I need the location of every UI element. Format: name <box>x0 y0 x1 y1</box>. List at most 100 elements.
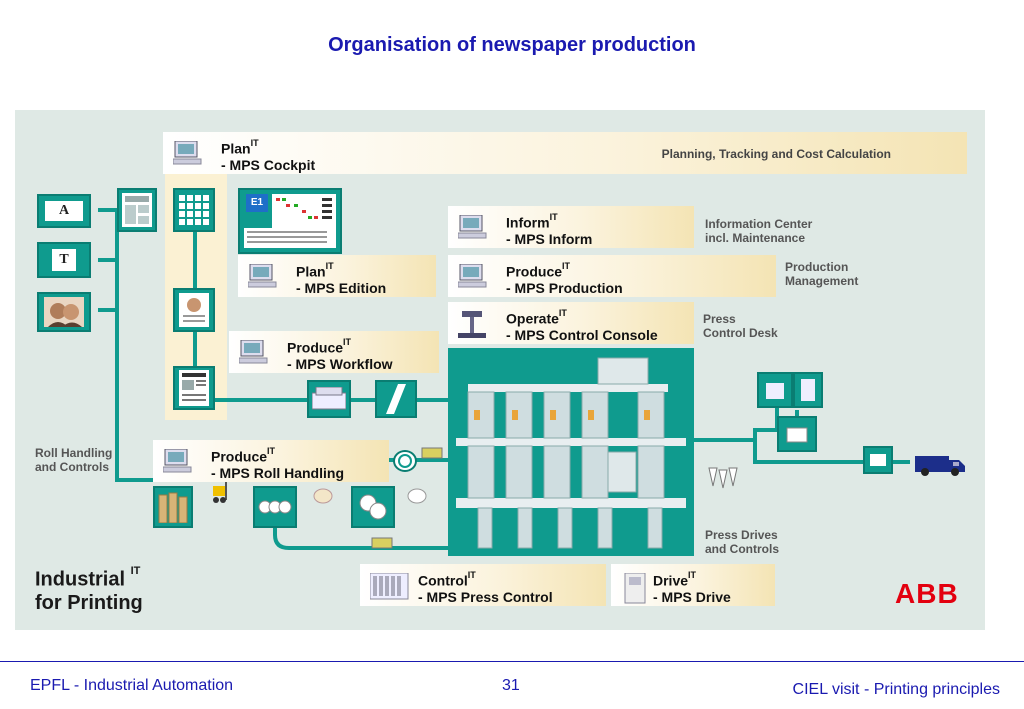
printing-plate-icon <box>386 384 406 414</box>
module-name: Plan <box>296 263 326 280</box>
computer-icon <box>173 141 202 165</box>
page-grid-icon <box>179 195 209 225</box>
label-line: Roll Handling <box>35 446 113 460</box>
proof-page-icon <box>179 293 209 327</box>
photo-proof-tile <box>173 288 215 332</box>
module-mps-control-console[interactable]: OperateIT- MPS Control Console <box>448 302 694 344</box>
forklift-icon <box>209 482 233 504</box>
schedule-grid-icon <box>244 194 336 248</box>
paper-roll-store-icon <box>258 500 292 514</box>
module-sup: IT <box>267 446 276 456</box>
module-mps-press-control[interactable]: ControlIT - MPS Press Control <box>360 564 606 606</box>
text-source-a: A <box>37 194 91 228</box>
dispatch-tile <box>863 446 893 474</box>
abb-logo: ABB <box>895 578 959 609</box>
paper-roll-prep-icon <box>359 494 387 520</box>
module-name: Produce <box>211 448 268 465</box>
recycle-node <box>393 450 417 472</box>
newspaper-proof-tile <box>173 366 215 410</box>
label-line: Management <box>785 274 859 288</box>
roll-cart-icon <box>407 488 427 509</box>
agv-icon <box>421 446 443 465</box>
computer-icon <box>458 215 487 239</box>
computer-icon <box>163 449 192 473</box>
label-line: Press <box>703 312 736 326</box>
module-mps-edition[interactable]: PlanIT- MPS Edition <box>238 255 436 297</box>
module-sup: IT <box>343 337 352 347</box>
module-mps-drive[interactable]: DriveIT - MPS Drive <box>611 564 775 606</box>
module-sup: IT <box>562 261 571 271</box>
card-a: A <box>45 201 83 221</box>
module-desc: Planning, Tracking and Cost Calculation <box>661 147 891 161</box>
paper-stock-tile <box>153 486 193 528</box>
platesetter-icon <box>312 387 346 410</box>
bundle-icon <box>786 427 808 443</box>
press-control-cabinet-icon <box>370 573 409 600</box>
edition-schedule-board: E1 <box>238 188 342 254</box>
drive-unit-icon <box>624 573 646 604</box>
newspaper-stream-icon <box>707 466 743 495</box>
module-mps-workflow[interactable]: ProduceIT- MPS Workflow <box>229 331 439 373</box>
bundle-tile <box>777 416 817 452</box>
module-name: Control <box>418 572 468 589</box>
module-sup: IT <box>688 570 697 580</box>
module-name: Produce <box>287 339 344 356</box>
module-sup: IT <box>558 308 567 318</box>
module-sub: - MPS Drive <box>653 588 731 605</box>
module-mps-inform[interactable]: InformIT- MPS Inform <box>448 206 694 248</box>
printing-plate-tile <box>375 380 417 418</box>
paper-roll-icon <box>313 488 333 509</box>
module-sup: IT <box>325 261 334 271</box>
computer-icon <box>248 264 277 288</box>
module-name: Inform <box>506 214 550 231</box>
brand-sup: IT <box>130 565 141 577</box>
bundle-stacker-icon <box>766 383 784 399</box>
recycle-icon <box>398 454 412 468</box>
page-layout-icon <box>122 193 152 227</box>
module-mps-roll-handling[interactable]: ProduceIT - MPS Roll Handling <box>153 440 389 482</box>
label-line: Press Drives <box>705 528 778 542</box>
roll-prep-tile <box>351 486 395 528</box>
label-line: incl. Maintenance <box>705 231 806 245</box>
footer-right: CIEL visit - Printing principles <box>792 681 1000 698</box>
page-grid-tile <box>173 188 215 232</box>
label-line: Production <box>785 260 849 274</box>
photo-source <box>37 292 91 332</box>
photo-faces-icon <box>44 297 84 327</box>
footer-divider <box>0 661 1024 662</box>
computer-icon <box>239 340 268 364</box>
module-name: Drive <box>653 572 689 589</box>
module-mps-cockpit[interactable]: PlanIT- MPS Cockpit Planning, Tracking a… <box>163 132 967 174</box>
label-line: Control Desk <box>703 326 778 340</box>
paper-rolls-stock-icon <box>158 492 188 523</box>
brand-line: for Printing <box>35 591 143 614</box>
delivery-van-icon <box>913 452 967 481</box>
printing-press-icon <box>456 357 686 549</box>
module-mps-production[interactable]: ProduceIT- MPS Production <box>448 255 776 297</box>
newspaper-icon <box>179 370 209 406</box>
inserter-icon <box>801 379 815 401</box>
module-sub: - MPS Cockpit <box>221 156 316 173</box>
module-sub: - MPS Roll Handling <box>211 464 344 481</box>
e1-badge: E1 <box>246 194 268 212</box>
label-line: and Controls <box>35 460 109 474</box>
footer-left: EPFL - Industrial Automation <box>30 677 234 694</box>
page-layout-tile <box>117 188 157 232</box>
module-sub: - MPS Inform <box>506 230 593 247</box>
slide-title: Organisation of newspaper production <box>328 34 696 56</box>
roll-store-tile <box>253 486 297 528</box>
module-sup: IT <box>467 570 476 580</box>
module-sub: - MPS Press Control <box>418 588 553 605</box>
label-line: Information Center <box>705 217 813 231</box>
module-name: Plan <box>221 140 251 157</box>
module-sub: - MPS Production <box>506 279 623 296</box>
card-t: T <box>52 249 76 271</box>
stacker-tile <box>757 372 793 408</box>
platesetter-tile <box>307 380 351 418</box>
